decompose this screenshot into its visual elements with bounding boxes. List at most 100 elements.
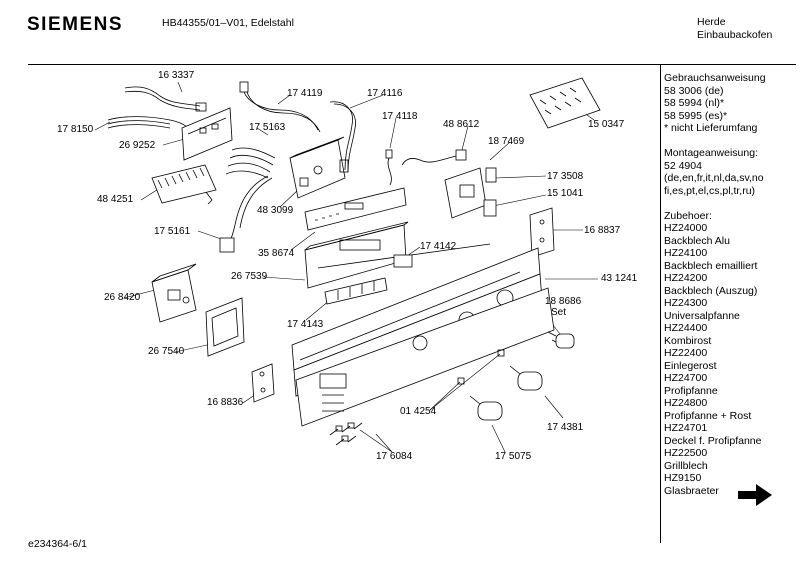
part-label: 17 5163 [249, 122, 286, 133]
cable-488612 [401, 149, 467, 166]
screw-pack-150347 [529, 77, 601, 129]
sidebar-line: Backblech Alu [664, 234, 730, 247]
part-label: 17 4381 [547, 422, 584, 433]
sidebar-line: HZ24200 [664, 272, 708, 284]
part-label: 48 4251 [97, 194, 134, 205]
right-arrow-icon[interactable] [738, 484, 772, 506]
seal-strip-174142 [317, 243, 491, 269]
part-label: 15 0347 [588, 119, 625, 130]
screws-176084 [329, 422, 363, 446]
sidebar-line: fi,es,pt,el,cs,pl,tr,ru) [664, 184, 756, 197]
sidebar-line: HZ24400 [664, 322, 708, 334]
cable-174118 [385, 149, 393, 186]
sidebar-line: Glasbraeter [664, 484, 719, 497]
part-label: 43 1241 [601, 273, 638, 284]
sidebar-line: (de,en,fr,it,nl,da,sv,no [664, 172, 764, 184]
part-label: 26 7540 [148, 346, 185, 357]
sidebar-line: HZ24700 [664, 372, 708, 384]
category-line: Herde [697, 16, 726, 28]
part-label: 26 9252 [119, 140, 156, 151]
part-label: 48 8612 [443, 119, 480, 130]
part-label: 17 4142 [420, 241, 457, 252]
sidebar-line: HZ24800 [664, 397, 708, 409]
sidebar-divider [660, 65, 661, 543]
sidebar-line: 52 4904 [664, 159, 702, 172]
bracket-168837 [529, 207, 555, 258]
wiring-175161 [219, 175, 273, 253]
part-label: 35 8674 [258, 248, 295, 259]
leader-lines [94, 81, 598, 453]
sidebar-line: Einlegerost [664, 359, 717, 372]
sidebar-line: Grillblech [664, 459, 708, 472]
sidebar-line: 58 5994 (nl)* [664, 97, 725, 109]
category-line: Einbaubackofen [697, 28, 773, 41]
part-label: 17 8150 [57, 124, 94, 135]
clip-151041 [483, 199, 497, 217]
cable-174119 [239, 81, 321, 133]
document-id: e234364-6/1 [28, 538, 87, 550]
cable-178150 [107, 116, 189, 129]
part-label: 17 5075 [495, 451, 532, 462]
model-title: HB44355/01–V01, Edelstahl [162, 17, 294, 29]
frame-267540 [205, 297, 245, 357]
brand-logo: SIEMENS [27, 14, 124, 35]
sidebar-line: Profipfanne + Rost [664, 409, 752, 422]
part-label: 17 3508 [547, 171, 584, 182]
sidebar-line: Montageanweisung: [664, 147, 758, 159]
category: Herde Einbaubackofen [697, 16, 772, 41]
sidebar-line: Gebrauchsanweisung [664, 72, 766, 84]
terminal-strip-484251 [151, 164, 217, 205]
cable-174116 [329, 101, 356, 173]
part-label: 16 8837 [584, 225, 621, 236]
part-label: 18 7469 [488, 136, 525, 147]
part-label: 48 3099 [257, 205, 294, 216]
lower-fascia [295, 287, 555, 427]
sidebar-line: Backblech (Auszug) [664, 284, 758, 297]
part-label: 26 7539 [231, 271, 268, 282]
bracket-187469 [444, 167, 487, 219]
part-label: 01 4254 [400, 406, 437, 417]
part-label: 17 5161 [154, 226, 191, 237]
sidebar-line: 58 5995 (es)* [664, 109, 728, 122]
clip-173508 [485, 167, 497, 183]
part-label: 17 4143 [287, 319, 324, 330]
bracket-168836 [251, 363, 275, 403]
knob-175075 [469, 395, 503, 421]
part-label: 17 4116 [367, 88, 403, 99]
part-label: 15 1041 [547, 188, 584, 199]
sidebar-info: Gebrauchsanweisung 58 3006 (de) 58 5994 … [664, 72, 766, 510]
cable-harness-163337 [124, 86, 207, 112]
sidebar-line: Deckel f. Profipfanne [664, 434, 762, 447]
knob-174381 [509, 365, 543, 391]
sidebar-line: HZ22500 [664, 447, 708, 459]
header-divider [28, 64, 796, 65]
exploded-parts-diagram [94, 77, 601, 453]
display-board-358674 [304, 187, 407, 231]
accessories-block: Zubehoer: HZ24000 Backblech Alu HZ24100 … [664, 210, 766, 498]
part-label: 16 3337 [158, 70, 195, 81]
part-label: 17 6084 [376, 451, 413, 462]
part-label: 17 4118 [382, 111, 418, 122]
sidebar-line: HZ24300 [664, 297, 708, 309]
part-label: Set [551, 307, 567, 318]
control-module-483099 [289, 136, 346, 199]
part-label: 26 8420 [104, 292, 141, 303]
cable-175163 [225, 147, 276, 179]
part-label: 16 8836 [207, 397, 244, 408]
sidebar-line: Zubehoer: [664, 209, 712, 222]
circuit-board-269252 [181, 107, 233, 161]
part-label: 17 4119 [287, 88, 323, 99]
spacer-014254 [457, 349, 505, 385]
part-label: 18 8686 [545, 296, 582, 307]
knob-set-188686 [547, 331, 575, 349]
sidebar-line: HZ24000 [664, 222, 708, 234]
sidebar-line: HZ24100 [664, 247, 708, 259]
sidebar-line: Kombirost [664, 334, 712, 347]
sidebar-line: Universalpfanne [664, 309, 740, 322]
button-strip-174143 [324, 277, 388, 305]
sidebar-line: HZ24701 [664, 422, 708, 434]
installation-block: Montageanweisung: 52 4904 (de,en,fr,it,n… [664, 147, 766, 197]
sidebar-line: 58 3006 (de) [664, 84, 724, 97]
sidebar-line: Backblech emailliert [664, 259, 758, 272]
sidebar-line: Profipfanne [664, 384, 718, 397]
